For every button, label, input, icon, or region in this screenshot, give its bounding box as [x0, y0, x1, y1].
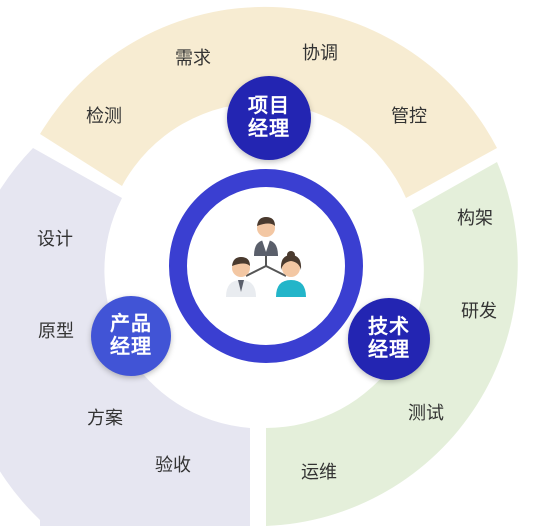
tag-xietiao: 协调: [302, 43, 338, 63]
team-people-icon: [226, 217, 306, 297]
tag-sheji: 设计: [37, 229, 73, 249]
tag-xuqiu: 需求: [175, 48, 211, 68]
tech-manager-line1: 技术: [368, 316, 410, 338]
sector-left: [0, 148, 250, 526]
tag-yuanxing: 原型: [38, 321, 74, 341]
tech-manager-badge: 技术 经理: [348, 298, 430, 380]
tech-manager-line2: 经理: [368, 339, 410, 361]
project-manager-line2: 经理: [248, 118, 290, 140]
sector-right: [266, 162, 518, 526]
project-manager-line1: 项目: [248, 95, 290, 117]
tag-fangan: 方案: [87, 408, 123, 428]
tag-yanfa: 研发: [461, 301, 497, 321]
tag-yanshou: 验收: [155, 455, 191, 475]
product-manager-line2: 经理: [110, 336, 152, 358]
tag-yunwei: 运维: [301, 462, 337, 482]
tag-jiance: 检测: [86, 106, 122, 126]
tag-ceshi: 测试: [408, 403, 444, 423]
center-ring: [169, 169, 363, 363]
tag-guankong: 管控: [391, 106, 427, 126]
tag-goujia: 构架: [457, 208, 493, 228]
project-manager-badge: 项目 经理: [227, 76, 311, 160]
product-manager-line1: 产品: [110, 313, 152, 335]
product-manager-badge: 产品 经理: [91, 296, 171, 376]
